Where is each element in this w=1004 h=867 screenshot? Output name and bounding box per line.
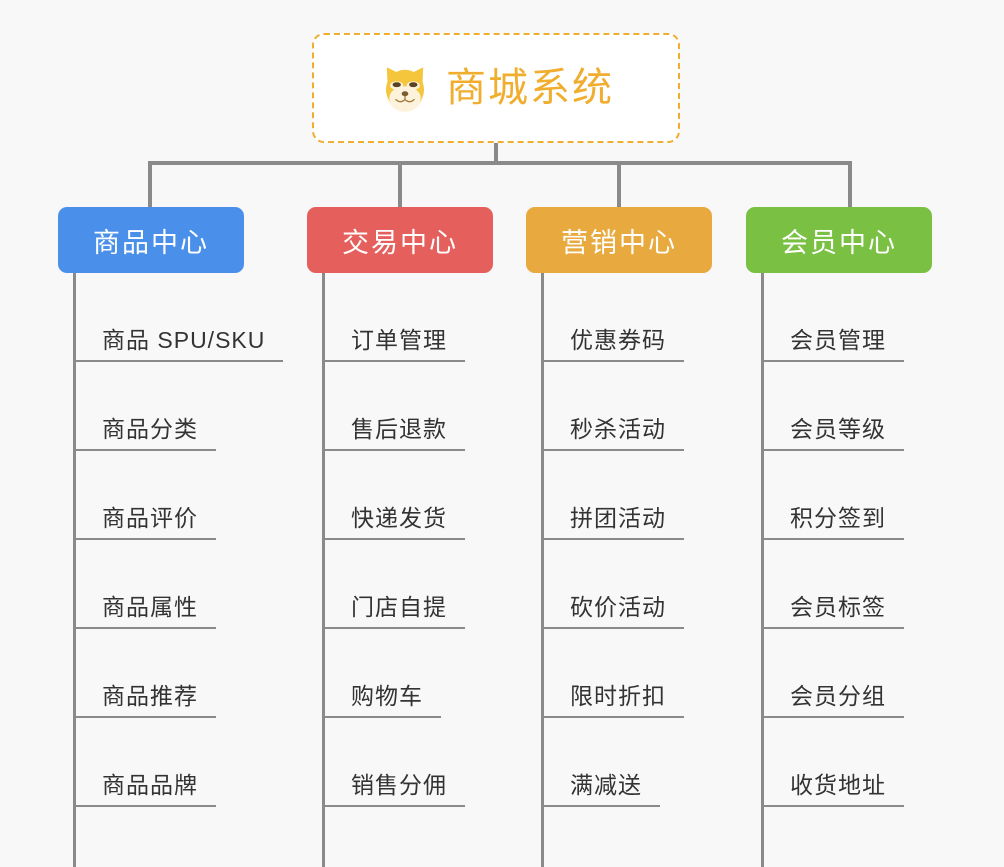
leaf-item[interactable]: 会员管理: [746, 273, 932, 362]
root-node-title: 商城系统: [446, 66, 614, 110]
leaf-list-1: 商品 SPU/SKU 商品分类 商品评价 商品属性 商品推荐 商品品牌: [58, 273, 284, 807]
category-header-2[interactable]: 交易中心: [307, 207, 493, 273]
connector-root-stem: [494, 143, 498, 165]
mindmap-canvas: 商城系统 商品中心 商品 SPU/SKU 商品分类 商品评价 商品属性 商品推荐…: [58, 33, 932, 867]
leaf-item[interactable]: 商品分类: [58, 362, 244, 451]
connector-spine-4: [761, 273, 764, 867]
leaf-item[interactable]: 优惠券码: [526, 273, 712, 362]
connector-drop-4: [848, 161, 852, 209]
connector-spine-2: [322, 273, 325, 867]
connector-drop-1: [148, 161, 152, 209]
shiba-dog-face-icon: [378, 64, 432, 112]
leaf-item[interactable]: 销售分佣: [307, 718, 493, 807]
leaf-item[interactable]: 满减送: [526, 718, 712, 807]
connector-spine-3: [541, 273, 544, 867]
category-column-4: 会员中心 会员管理 会员等级 积分签到 会员标签 会员分组 收货地址: [746, 207, 932, 867]
leaf-item[interactable]: 会员等级: [746, 362, 932, 451]
category-header-1[interactable]: 商品中心: [58, 207, 244, 273]
leaf-list-4: 会员管理 会员等级 积分签到 会员标签 会员分组 收货地址: [746, 273, 932, 807]
connector-horizontal-bus: [148, 161, 852, 165]
category-column-1: 商品中心 商品 SPU/SKU 商品分类 商品评价 商品属性 商品推荐 商品品牌: [58, 207, 284, 867]
leaf-item[interactable]: 快递发货: [307, 451, 493, 540]
leaf-item[interactable]: 门店自提: [307, 540, 493, 629]
leaf-item[interactable]: 商品品牌: [58, 718, 244, 807]
leaf-item[interactable]: 售后退款: [307, 362, 493, 451]
category-column-3: 营销中心 优惠券码 秒杀活动 拼团活动 砍价活动 限时折扣 满减送: [526, 207, 712, 867]
leaf-item[interactable]: 砍价活动: [526, 540, 712, 629]
leaf-item[interactable]: 购物车: [307, 629, 493, 718]
leaf-item[interactable]: 拼团活动: [526, 451, 712, 540]
leaf-item[interactable]: 收货地址: [746, 718, 932, 807]
leaf-list-3: 优惠券码 秒杀活动 拼团活动 砍价活动 限时折扣 满减送: [526, 273, 712, 807]
leaf-item[interactable]: 秒杀活动: [526, 362, 712, 451]
connector-drop-3: [617, 161, 621, 209]
connector-spine-1: [73, 273, 76, 867]
leaf-item[interactable]: 积分签到: [746, 451, 932, 540]
leaf-item[interactable]: 商品评价: [58, 451, 244, 540]
leaf-item[interactable]: 订单管理: [307, 273, 493, 362]
connector-drop-2: [398, 161, 402, 209]
leaf-item[interactable]: 商品推荐: [58, 629, 244, 718]
category-column-2: 交易中心 订单管理 售后退款 快递发货 门店自提 购物车 销售分佣: [307, 207, 493, 867]
leaf-item[interactable]: 限时折扣: [526, 629, 712, 718]
leaf-item[interactable]: 商品 SPU/SKU: [58, 273, 284, 362]
category-header-4[interactable]: 会员中心: [746, 207, 932, 273]
category-header-3[interactable]: 营销中心: [526, 207, 712, 273]
leaf-item[interactable]: 会员分组: [746, 629, 932, 718]
leaf-item[interactable]: 会员标签: [746, 540, 932, 629]
root-node-shop-system[interactable]: 商城系统: [312, 33, 680, 143]
leaf-item[interactable]: 商品属性: [58, 540, 244, 629]
leaf-list-2: 订单管理 售后退款 快递发货 门店自提 购物车 销售分佣: [307, 273, 493, 807]
